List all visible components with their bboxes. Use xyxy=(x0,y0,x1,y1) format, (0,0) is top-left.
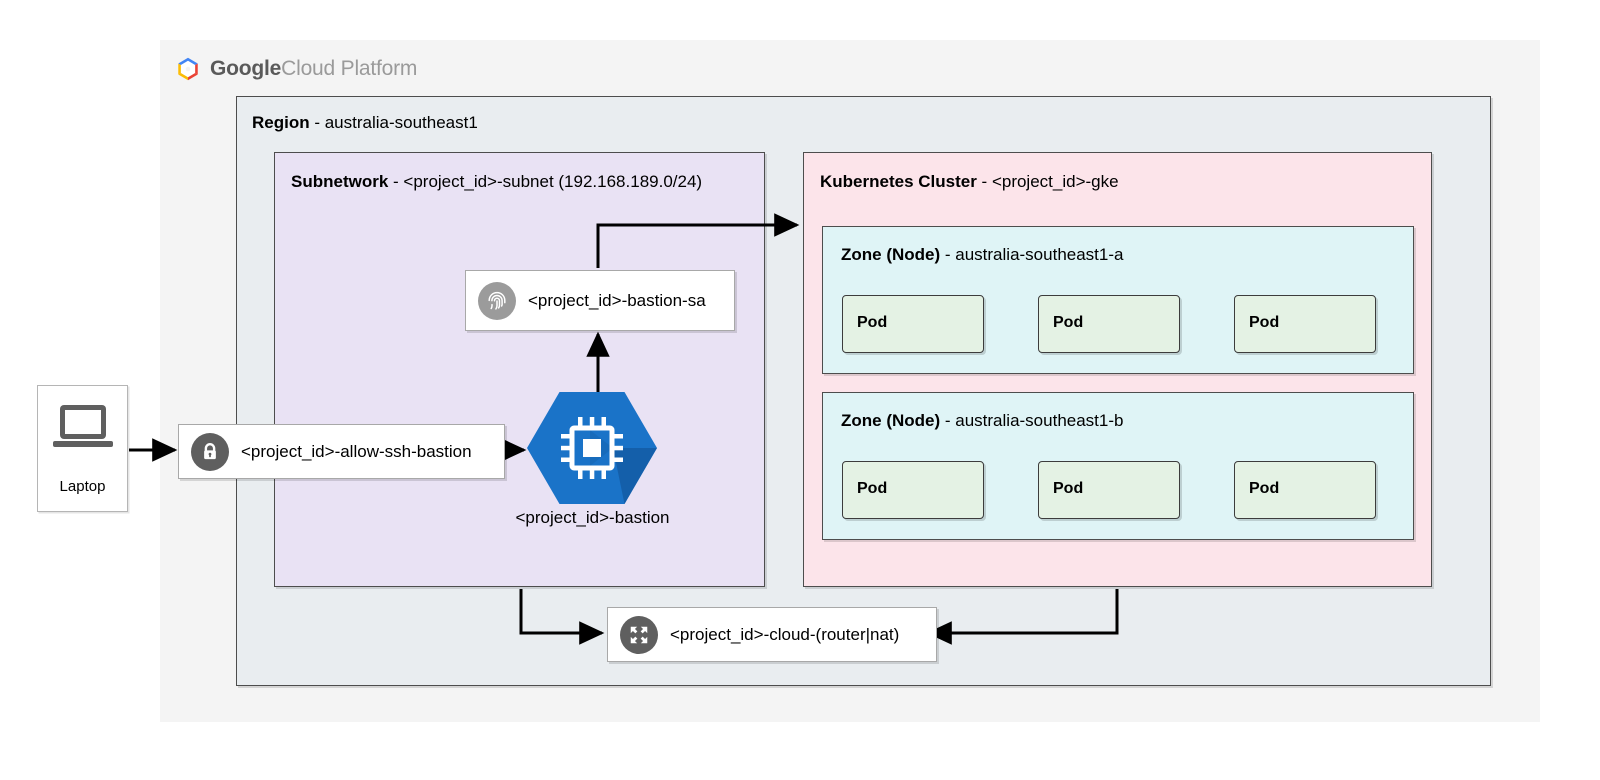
cluster-label: Kubernetes Cluster xyxy=(820,172,977,191)
pod[interactable]: Pod xyxy=(842,295,984,353)
pod[interactable]: Pod xyxy=(1234,295,1376,353)
kubernetes-cluster-title: Kubernetes Cluster - <project_id>-gke xyxy=(820,172,1119,192)
cloud-router-nat-node[interactable]: <project_id>-cloud-(router|nat) xyxy=(607,607,937,662)
gcp-wordmark: GoogleCloud Platform xyxy=(210,57,417,81)
laptop-icon xyxy=(53,405,113,447)
subnetwork-title: Subnetwork - <project_id>-subnet (192.16… xyxy=(291,172,702,192)
laptop-label: Laptop xyxy=(59,478,106,495)
pod-label: Pod xyxy=(857,480,888,497)
pod-label: Pod xyxy=(1249,480,1280,497)
region-label: Region xyxy=(252,113,310,132)
zone-a-title: Zone (Node) - australia-southeast1-a xyxy=(841,245,1123,265)
zone-a-separator: - xyxy=(940,245,956,264)
service-account-label: <project_id>-bastion-sa xyxy=(528,290,706,310)
compute-engine-chip-icon xyxy=(561,417,623,479)
region-separator: - xyxy=(309,113,325,132)
gcp-wordmark-bold: Google xyxy=(210,57,282,80)
gcp-brand: GoogleCloud Platform xyxy=(175,52,595,86)
firewall-rule-label: <project_id>-allow-ssh-bastion xyxy=(241,441,472,461)
zone-a-label: Zone (Node) xyxy=(841,245,941,264)
cluster-value: <project_id>-gke xyxy=(991,172,1119,191)
region-title: Region - australia-southeast1 xyxy=(252,113,478,133)
subnetwork-label: Subnetwork xyxy=(291,172,389,191)
subnetwork-separator: - xyxy=(388,172,404,191)
zone-b-title: Zone (Node) - australia-southeast1-b xyxy=(841,411,1123,431)
pod-label: Pod xyxy=(1249,314,1280,331)
cluster-separator: - xyxy=(976,172,992,191)
pod-label: Pod xyxy=(857,314,888,331)
fingerprint-icon xyxy=(478,281,516,320)
google-cloud-hexagon-logo-icon xyxy=(178,57,198,81)
pod[interactable]: Pod xyxy=(1234,461,1376,519)
pod[interactable]: Pod xyxy=(1038,295,1180,353)
region-value: australia-southeast1 xyxy=(324,113,478,132)
subnetwork-value: <project_id>-subnet (192.168.189.0/24) xyxy=(403,172,703,191)
pod[interactable]: Pod xyxy=(842,461,984,519)
expand-arrows-icon xyxy=(620,615,658,654)
bastion-compute-instance[interactable] xyxy=(527,390,657,506)
service-account-node[interactable]: <project_id>-bastion-sa xyxy=(465,270,735,331)
pod-label: Pod xyxy=(1053,314,1084,331)
bastion-label: <project_id>-bastion xyxy=(515,508,670,527)
zone-a-value: australia-southeast1-a xyxy=(955,245,1124,264)
zone-node-a-container: Zone (Node) - australia-southeast1-a Pod… xyxy=(822,226,1414,374)
gcp-wordmark-light: Cloud Platform xyxy=(281,57,418,80)
zone-b-value: australia-southeast1-b xyxy=(955,411,1124,430)
firewall-rule-node[interactable]: <project_id>-allow-ssh-bastion xyxy=(178,424,505,479)
lock-icon xyxy=(191,432,229,471)
zone-node-b-container: Zone (Node) - australia-southeast1-b Pod… xyxy=(822,392,1414,540)
pod-label: Pod xyxy=(1053,480,1084,497)
zone-b-label: Zone (Node) xyxy=(841,411,941,430)
pod[interactable]: Pod xyxy=(1038,461,1180,519)
zone-b-separator: - xyxy=(940,411,956,430)
cloud-router-nat-label: <project_id>-cloud-(router|nat) xyxy=(670,624,900,644)
